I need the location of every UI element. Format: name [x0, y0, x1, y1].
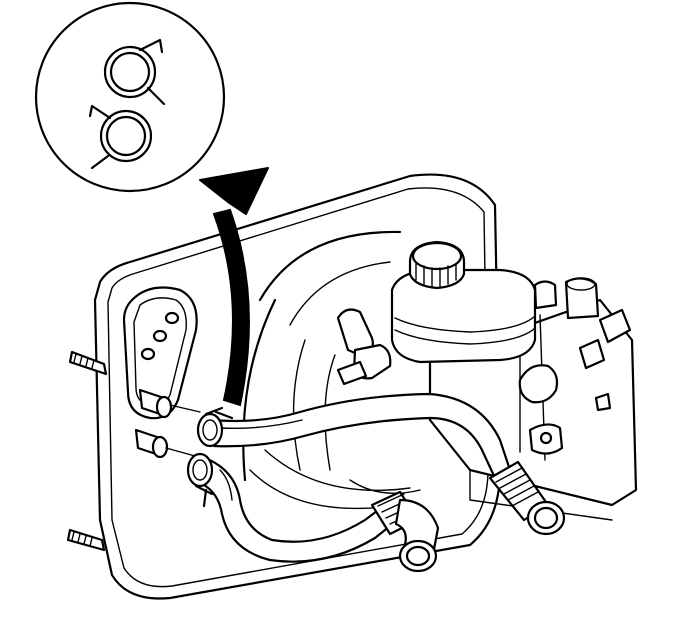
spring-clamp-lower — [186, 452, 214, 508]
lower-hose-fitting — [370, 490, 440, 573]
removal-arrow — [199, 167, 269, 407]
spring-clamp-upper — [196, 406, 234, 448]
reservoir — [390, 268, 537, 364]
lower-stud — [66, 528, 106, 552]
vacuum-hose-lower — [196, 456, 397, 563]
inset-clamp-bottom — [88, 104, 153, 170]
upper-hose-fitting — [488, 460, 566, 536]
hose-nipples — [134, 388, 201, 459]
inset-clamp-top — [103, 38, 166, 106]
reservoir-cap — [408, 240, 466, 290]
upper-stud — [68, 350, 108, 376]
mounting-studs — [66, 350, 108, 552]
clamp-detail-inset — [34, 1, 226, 193]
check-valve — [336, 308, 392, 386]
